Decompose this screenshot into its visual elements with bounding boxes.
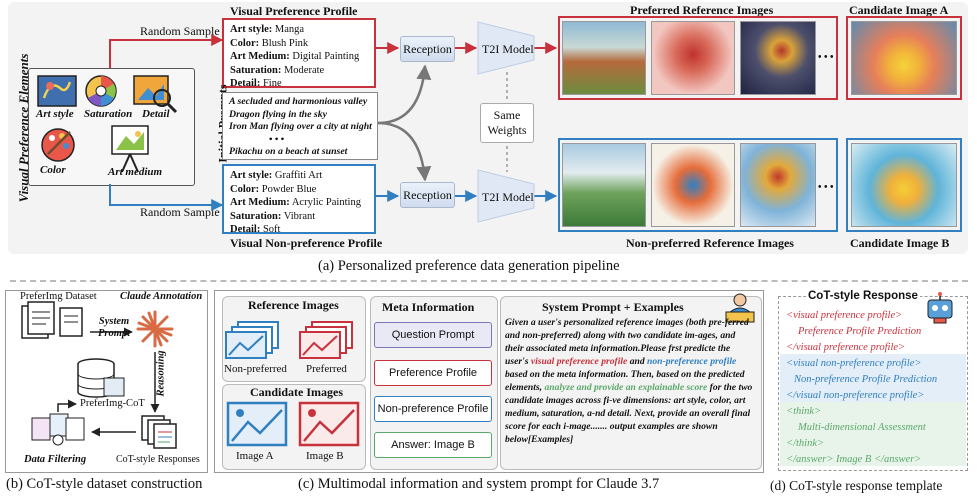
element-label-color: Color (40, 164, 66, 176)
preferred-images-label: Preferred Reference Images (630, 3, 774, 17)
cot-lines: <visual preference profile> Preference P… (786, 308, 937, 468)
pref-row-0: Art style: Manga (230, 24, 305, 35)
ref-images-title: Reference Images (248, 298, 339, 312)
cot-think-band (780, 402, 966, 466)
pref-ellipsis: • • • (818, 52, 834, 63)
nonpref-row-0: Art style: Graffiti Art (230, 170, 323, 181)
system-prompt-title: System Prompt + Examples (542, 300, 684, 314)
random-sample-bottom: Random Sample (140, 205, 220, 219)
cand-images-title: Candidate Images (250, 385, 344, 399)
cot-line-8: </think> (786, 438, 825, 449)
pref-img-valley (562, 21, 646, 95)
preference-profile-item: Preference Profile (374, 360, 492, 386)
cot-responses-label: CoT-style Responses (116, 454, 200, 465)
element-label-detail: Detail (142, 108, 170, 120)
preferred-label: Preferred (306, 363, 347, 375)
cot-nonpref-band (780, 354, 966, 402)
candidate-a-label: Candidate Image A (849, 3, 949, 17)
cot-line-9: </answer> Image B </answer> (786, 454, 922, 465)
cot-line-6: <think> (786, 406, 822, 417)
cot-response-title: CoT-style Response (806, 290, 920, 302)
random-sample-top: Random Sample (140, 24, 220, 38)
nonpref-row-1: Color: Powder Blue (230, 183, 317, 195)
data-filtering-label: Data Filtering (24, 454, 87, 465)
candidate-a-image (851, 21, 957, 95)
image-b-label: Image B (306, 450, 344, 462)
cot-line-4: Non-preference Profile Prediction (794, 374, 938, 385)
caption-d: (d) CoT-style response template (770, 478, 943, 493)
meta-info-title: Meta Information (382, 300, 475, 314)
cot-line-7: Multi-dimensional Assessment (798, 422, 926, 433)
preferimg-dataset-label: PreferImg Dataset (20, 291, 97, 302)
nonpref-row-3: Saturation: Vibrant (230, 210, 316, 222)
prompt-4: Pikachu on a beach at sunset (229, 146, 348, 157)
pref-img-ironman (740, 21, 816, 95)
reception-node-top: Reception (400, 36, 455, 62)
pref-row-3: Saturation: Moderate (230, 64, 325, 76)
prompt-3: • • • (269, 133, 285, 145)
cot-line-3: <visual non-preference profile> (786, 358, 922, 369)
cot-line-1: Preference Profile Prediction (798, 326, 922, 337)
nonpref-row-2: Art Medium: Acrylic Painting (230, 197, 361, 208)
nonpref-ellipsis: • • • (818, 182, 834, 193)
question-prompt-item: Question Prompt (374, 322, 492, 348)
nonpref-img-ironman (740, 143, 816, 227)
nonpref-profile-box: Art style: Graffiti Art Color: Powder Bl… (222, 164, 376, 235)
panel-b-frame (5, 290, 208, 473)
separator (10, 280, 968, 282)
t2i-model-top: T2I Model (482, 42, 534, 56)
nonpref-row-4: Detail: Soft (230, 224, 281, 235)
reasoning-label: Reasoning (155, 350, 167, 397)
pref-img-dragon (651, 21, 735, 95)
prompt-2: Iron Man flying over a city at night (229, 121, 372, 132)
image-a-label: Image A (236, 450, 274, 462)
prompt-1: Dragon flying in the sky (229, 108, 327, 120)
nonpref-img-dragon (651, 143, 735, 227)
system-prompt-label: System Prompt (98, 316, 131, 339)
pref-row-1: Color: Blush Pink (230, 37, 309, 49)
t2i-model-bottom: T2I Model (482, 190, 534, 204)
cot-line-2: </visual preference profile> (786, 342, 906, 353)
nonpreferred-images-label: Non-preferred Reference Images (626, 236, 794, 250)
candidate-b-label: Candidate Image B (850, 236, 950, 250)
initial-prompts-box: A secluded and harmonious valley Dragon … (222, 92, 378, 160)
system-prompt-box (500, 296, 762, 470)
nonpreferred-images-frame (558, 138, 838, 232)
pref-profile-box: Art style: Manga Color: Blush Pink Art M… (222, 18, 376, 89)
candidate-b-image (851, 143, 957, 227)
element-label-art-medium: Art medium (108, 166, 163, 178)
reception-node-bottom: Reception (400, 182, 455, 208)
nonpref-img-valley (562, 143, 646, 227)
pref-profile-title: Visual Preference Profile (230, 4, 358, 18)
cot-line-0: <visual preference profile> (786, 310, 903, 321)
pref-row-2: Art Medium: Digital Painting (230, 51, 360, 62)
answer-item: Answer: Image B (374, 432, 492, 458)
system-prompt-text: Given a user's personalized reference im… (505, 317, 753, 445)
preferred-images-frame (558, 16, 838, 100)
element-label-art-style: Art style (36, 108, 74, 120)
prompt-0: A secluded and harmonious valley (229, 96, 368, 107)
user-laptop-icon (725, 293, 755, 323)
caption-c: (c) Multimodal information and system pr… (298, 476, 660, 492)
preferimg-cot-label: PreferImg-CoT (80, 398, 145, 409)
non-preferred-label: Non-preferred (224, 363, 287, 375)
caption-b: (b) CoT-style dataset construction (6, 476, 203, 492)
pref-row-4: Detail: Fine (230, 78, 282, 89)
caption-a: (a) Personalized preference data generat… (318, 258, 620, 274)
claude-annotation-label: Claude Annotation (120, 291, 203, 302)
nonpref-profile-title: Visual Non-preference Profile (230, 236, 383, 250)
element-label-saturation: Saturation (84, 108, 133, 120)
robot-icon (927, 292, 953, 324)
nonpreference-profile-item: Non-preference Profile (374, 396, 492, 422)
cot-line-5: </visual non-preference profile> (786, 390, 925, 401)
candidate-b-frame (846, 138, 962, 232)
same-weights-node: Same Weights (480, 103, 534, 143)
panel-c-frame (214, 290, 764, 473)
candidate-a-frame (846, 16, 962, 100)
